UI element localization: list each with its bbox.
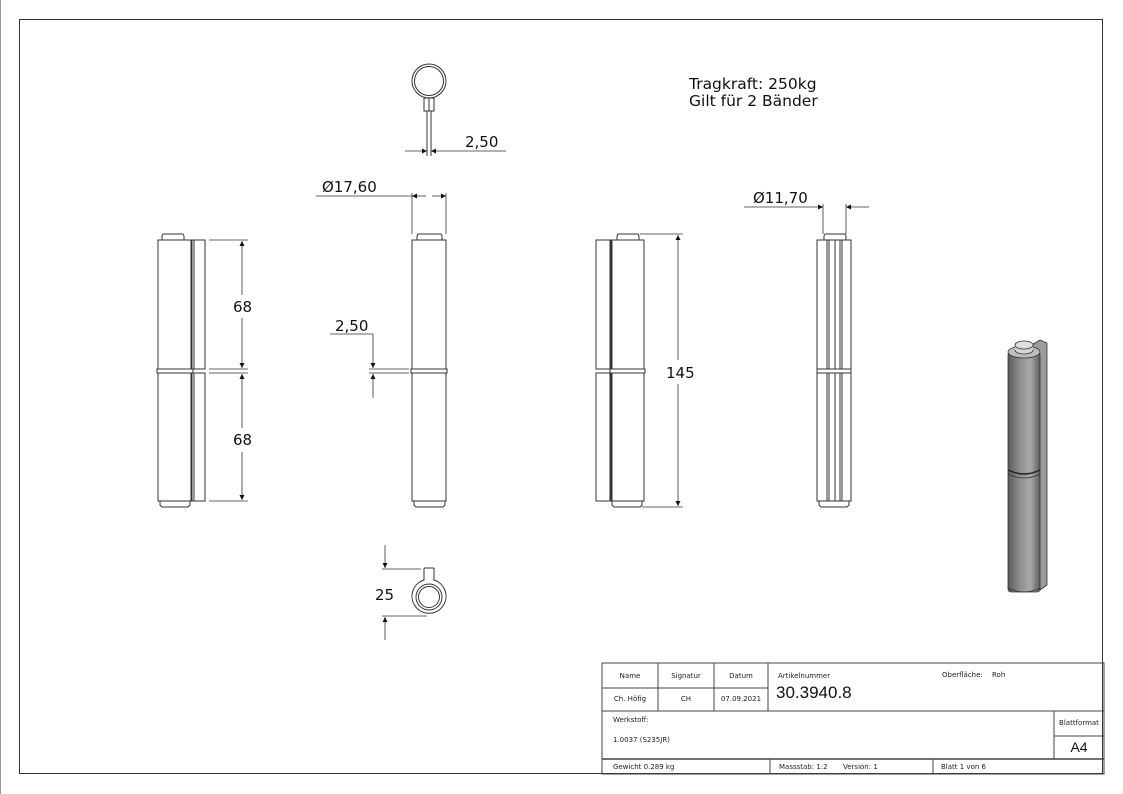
page-edge [0, 0, 1, 794]
dim-tab-width: 2,50 [465, 133, 498, 151]
dim-lower-length: 68 [233, 431, 252, 449]
scale: Massstab: 1:2 [779, 763, 828, 771]
dim-diameter-outer: Ø17,60 [322, 178, 377, 196]
dim-gap: 2,50 [335, 317, 368, 335]
weight: Gewicht 0.289 kg [613, 763, 675, 771]
bottom-view [382, 545, 447, 640]
header-surface: Oberfläche: [942, 671, 983, 679]
top-view [405, 63, 506, 156]
sheet-format-value: A4 [1070, 739, 1088, 755]
value-date: 07.09.2021 [720, 695, 762, 703]
drawing-frame [19, 19, 1103, 774]
view-pin-side [744, 204, 869, 508]
version: Version: 1 [843, 763, 878, 771]
dim-upper-length: 68 [233, 298, 252, 316]
header-name: Name [619, 672, 641, 680]
view-side-barrel [316, 193, 448, 508]
sheet-format-label: Blattformat [1059, 719, 1099, 727]
load-note: Tragkraft: 250kg Gilt für 2 Bänder [689, 76, 818, 110]
sheet-number: Blatt 1 von 6 [941, 763, 986, 771]
value-signature: CH [680, 695, 692, 703]
material-value: 1.0037 (S235JR) [613, 736, 670, 744]
header-date: Datum [729, 672, 753, 680]
header-signature: Signatur [671, 672, 701, 680]
value-article-number: 30.3940.8 [776, 683, 852, 702]
dim-diameter-pin: Ø11,70 [753, 189, 808, 207]
view-back-with-leaf [595, 233, 683, 508]
isometric-view [1007, 339, 1048, 593]
value-surface: Roh [992, 671, 1006, 679]
value-name: Ch. Höfig [613, 695, 647, 703]
view-front-with-leaf [156, 233, 248, 508]
material-label: Werkstoff: [613, 716, 649, 724]
applies-to-text: Gilt für 2 Bänder [689, 92, 818, 110]
dim-bottom-width: 25 [375, 586, 394, 604]
title-block-lines [601, 662, 1105, 775]
load-capacity-text: Tragkraft: 250kg [689, 75, 817, 93]
header-article-number: Artikelnummer [778, 672, 831, 680]
dim-total-length: 145 [666, 364, 695, 382]
